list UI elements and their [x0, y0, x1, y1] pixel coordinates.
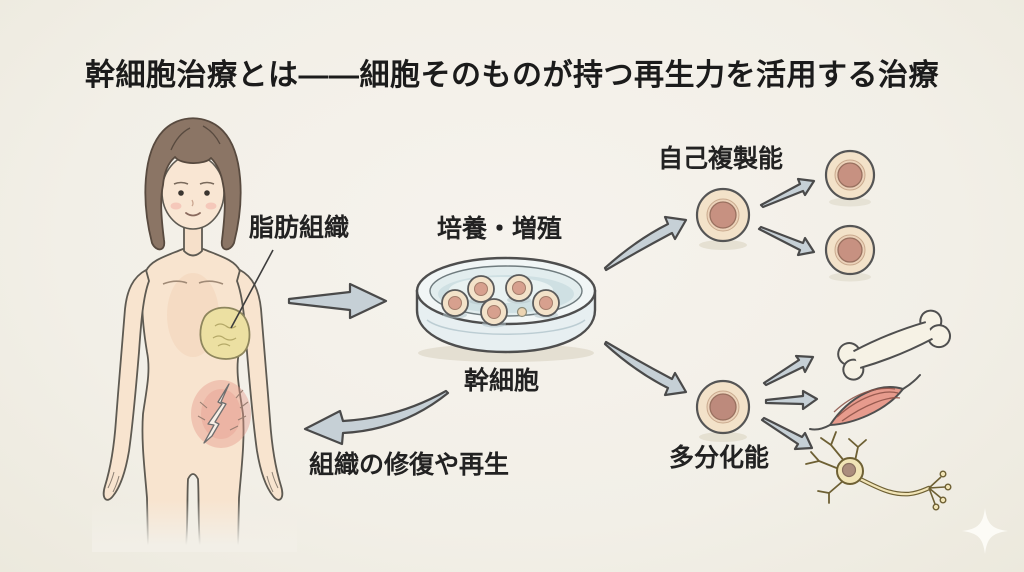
- blush-right: [205, 202, 217, 210]
- daughter-cell-2: [824, 224, 876, 276]
- stem-cell-multipotent: [695, 379, 751, 435]
- self-renewal-cells: [695, 149, 876, 282]
- arrow-body-to-dish: [287, 282, 388, 320]
- label-culture-proliferation: 培養・増殖: [437, 215, 563, 243]
- arrow-to-bone: [762, 354, 815, 387]
- adipose-tissue-patch: [199, 306, 251, 360]
- muscle-icon: [809, 374, 921, 431]
- arrow-dish-to-selfrenewal: [603, 215, 688, 272]
- arrow-to-muscle: [764, 389, 819, 411]
- petri-dish: [415, 256, 597, 362]
- eye-left: [178, 190, 184, 196]
- person-hair: [144, 117, 242, 251]
- sparkle-watermark: [962, 508, 1008, 554]
- arrow-to-neuron: [760, 416, 814, 451]
- eye-right: [204, 190, 210, 196]
- multipotency-group: [695, 309, 952, 511]
- blush-left: [170, 202, 182, 210]
- person-face: [161, 154, 225, 230]
- stem-cell-parent: [695, 187, 751, 243]
- daughter-cell-1: [824, 149, 876, 201]
- label-adipose-tissue: 脂肪組織: [249, 214, 350, 242]
- cultured-stem-cells: [441, 274, 560, 326]
- person-figure: [92, 117, 297, 552]
- arrow-repair-to-body: [303, 389, 450, 446]
- label-multipotency: 多分化能: [669, 444, 770, 472]
- arrow-to-daughter-1: [759, 177, 816, 209]
- wound-scar: [191, 380, 251, 448]
- label-self-renewal: 自己複製能: [658, 145, 784, 173]
- neuron-icon: [805, 431, 952, 511]
- label-stem-cell: 幹細胞: [464, 367, 540, 395]
- label-tissue-repair: 組織の修復や再生: [309, 451, 510, 479]
- arrow-to-daughter-2: [757, 225, 816, 257]
- process-arrows: [287, 177, 819, 451]
- bone-icon: [837, 309, 952, 381]
- person-left-arm: [102, 269, 150, 501]
- arrow-dish-to-multipotency: [603, 340, 688, 397]
- page-title: 幹細胞治療とは——細胞そのものが持つ再生力を活用する治療: [85, 59, 939, 92]
- adipose-callout-line: [230, 249, 274, 329]
